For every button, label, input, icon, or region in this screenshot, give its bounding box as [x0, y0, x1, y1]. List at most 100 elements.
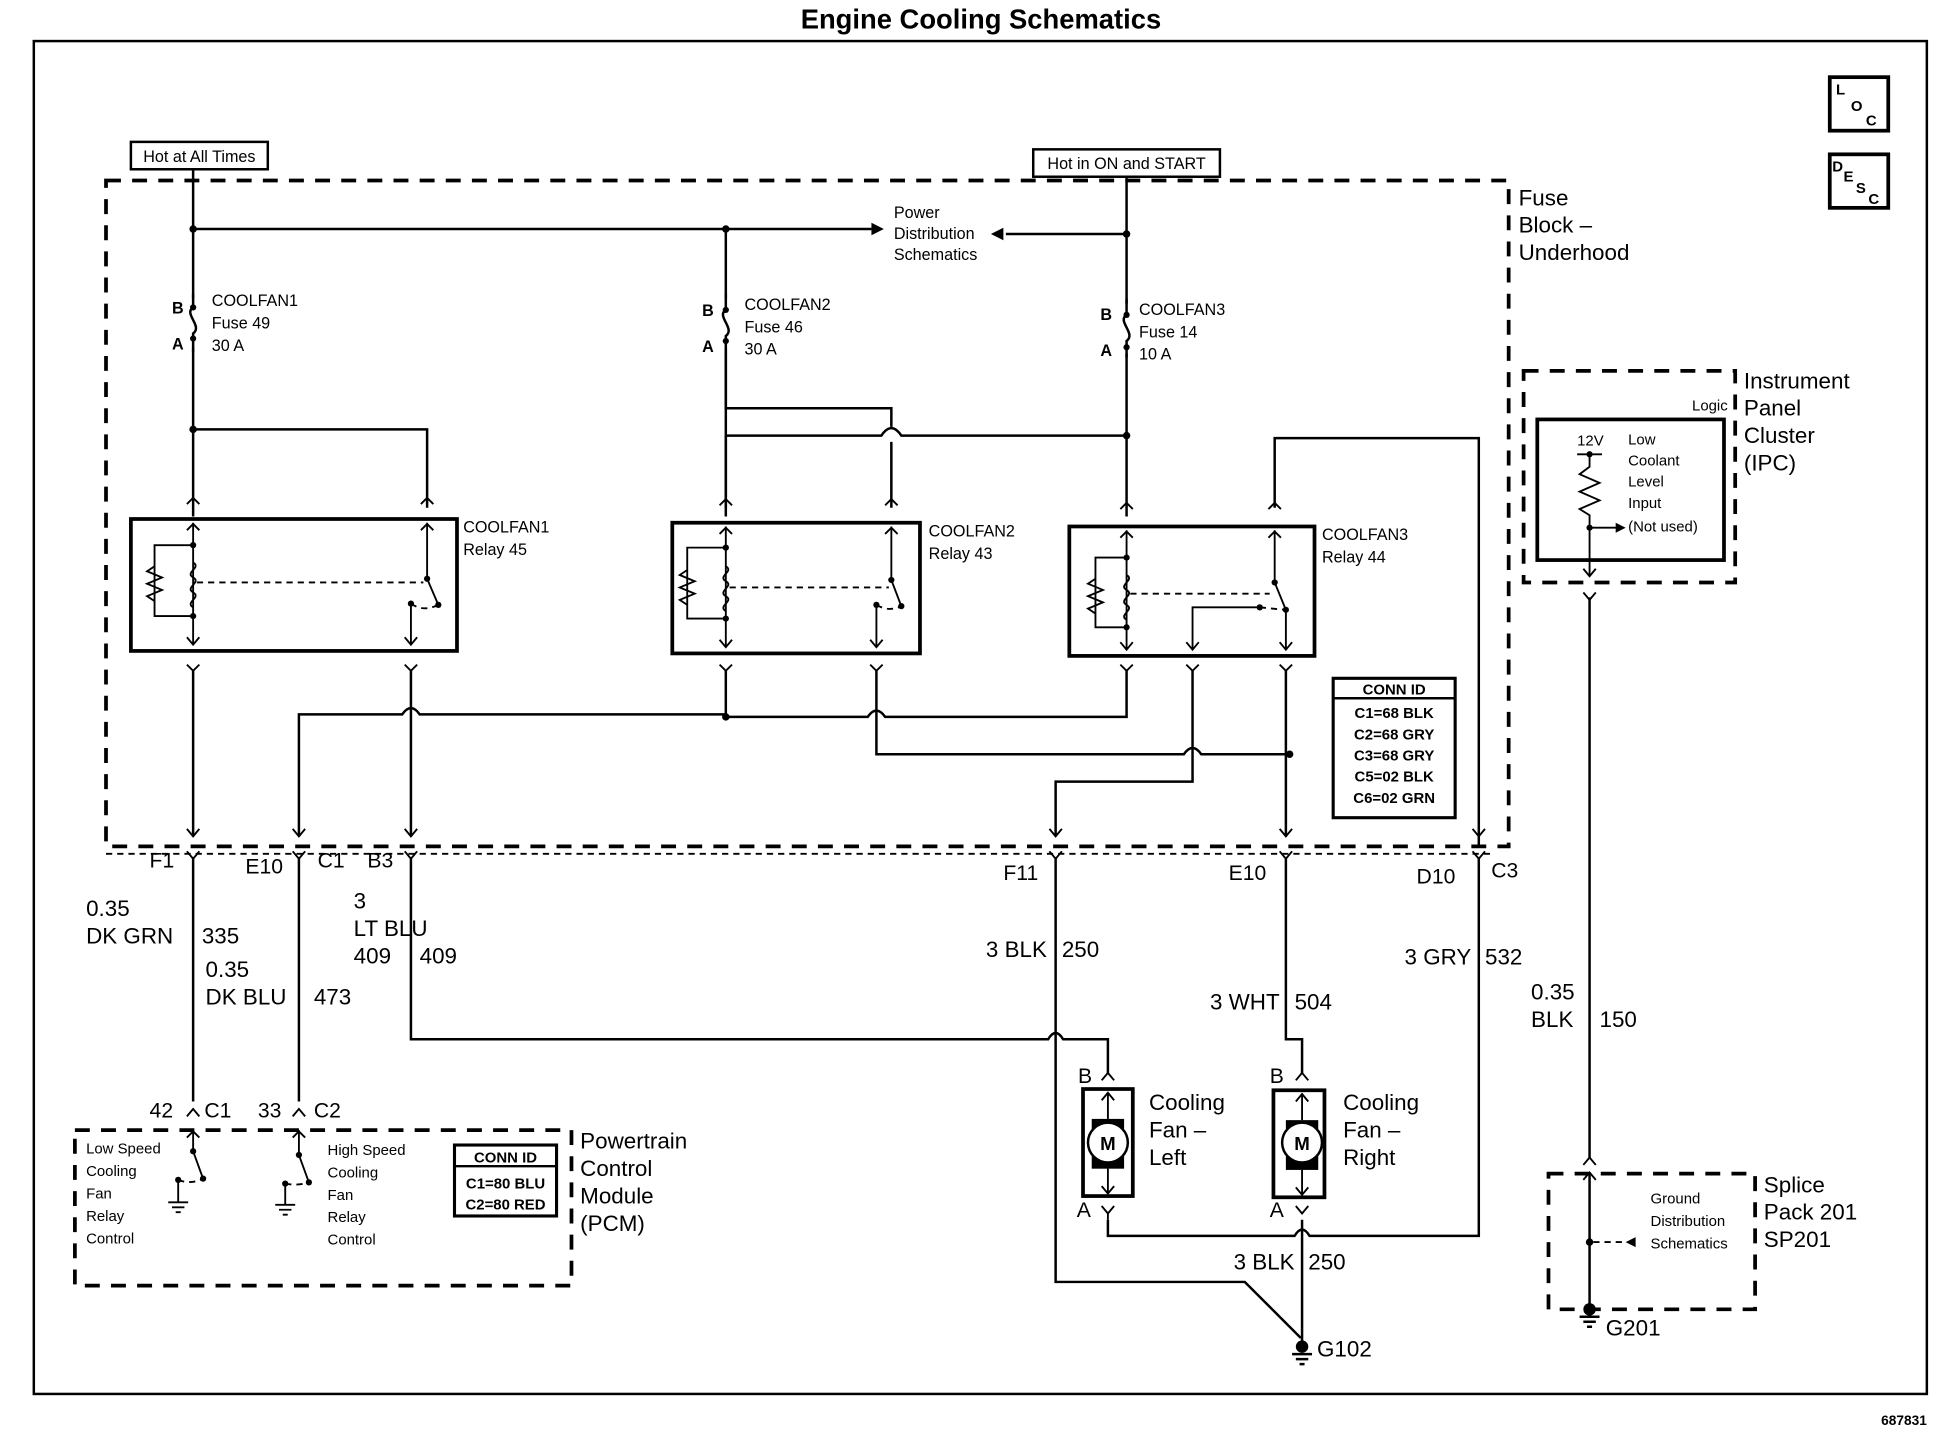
ground-g201: G201 [1579, 1303, 1661, 1340]
svg-text:Logic: Logic [1692, 398, 1728, 415]
svg-text:Control: Control [328, 1232, 376, 1249]
svg-text:409: 409 [420, 943, 457, 968]
cooling-fan-right: B M A Cooling Fan – Right [1270, 1065, 1419, 1222]
pcm-low-speed-driver: Low Speed Cooling Fan Relay Control [86, 1130, 207, 1247]
svg-text:COOLFAN3: COOLFAN3 [1322, 526, 1408, 544]
svg-text:Powertrain: Powertrain [580, 1129, 687, 1154]
svg-text:Control: Control [86, 1230, 134, 1247]
svg-text:B: B [1270, 1065, 1284, 1088]
svg-text:CONN ID: CONN ID [474, 1149, 537, 1166]
svg-text:G201: G201 [1606, 1315, 1661, 1340]
pcm-label: Powertrain Control Module (PCM) [580, 1129, 687, 1236]
svg-text:C: C [1866, 113, 1877, 130]
power-distribution-ref[interactable]: Power Distribution Schematics [894, 204, 978, 264]
svg-text:3 BLK: 3 BLK [986, 937, 1047, 962]
svg-text:42: 42 [150, 1100, 174, 1123]
svg-text:A: A [172, 336, 184, 354]
svg-text:Fuse 49: Fuse 49 [212, 315, 270, 333]
svg-text:M: M [1100, 1133, 1116, 1154]
svg-text:A: A [1077, 1199, 1092, 1222]
svg-text:C2=80 RED: C2=80 RED [465, 1197, 545, 1214]
svg-text:Relay 45: Relay 45 [463, 541, 527, 559]
svg-text:C2=68 GRY: C2=68 GRY [1354, 726, 1434, 743]
wire-label-409: 3 LT BLU 409 409 [354, 889, 457, 969]
svg-text:LT BLU: LT BLU [354, 916, 428, 941]
pcm-high-speed-driver: High Speed Cooling Fan Relay Control [275, 1130, 406, 1249]
svg-text:Right: Right [1343, 1145, 1396, 1170]
svg-text:(PCM): (PCM) [580, 1211, 645, 1236]
svg-text:COOLFAN1: COOLFAN1 [463, 519, 549, 537]
svg-text:3 WHT: 3 WHT [1210, 989, 1280, 1014]
svg-text:COOLFAN1: COOLFAN1 [212, 292, 298, 310]
svg-text:COOLFAN2: COOLFAN2 [744, 296, 830, 314]
svg-text:Hot at All Times: Hot at All Times [143, 148, 255, 166]
svg-text:33: 33 [258, 1100, 282, 1123]
svg-text:Distribution: Distribution [1651, 1213, 1726, 1230]
hot-in-on-and-start-label: Hot in ON and START [1031, 148, 1222, 178]
svg-text:Relay: Relay [328, 1209, 367, 1226]
svg-text:COOLFAN2: COOLFAN2 [929, 522, 1015, 540]
svg-text:High Speed: High Speed [328, 1142, 406, 1159]
svg-text:Left: Left [1149, 1145, 1187, 1170]
svg-text:A: A [1100, 342, 1112, 360]
relay-coolfan2: COOLFAN2 Relay 43 [670, 497, 1015, 656]
svg-text:COOLFAN3: COOLFAN3 [1139, 301, 1225, 319]
svg-text:S: S [1856, 180, 1866, 197]
cooling-fan-left: B M A Cooling Fan – Left [1077, 1065, 1225, 1222]
svg-text:Module: Module [580, 1184, 653, 1209]
wire-label-250-lower: 3 BLK 250 [1234, 1249, 1346, 1274]
svg-text:Coolant: Coolant [1628, 452, 1680, 469]
svg-text:409: 409 [354, 943, 391, 968]
svg-text:A: A [1270, 1199, 1285, 1222]
svg-text:M: M [1294, 1133, 1310, 1154]
relay-coolfan1: COOLFAN1 Relay 45 [129, 496, 549, 653]
svg-text:C6=02 GRN: C6=02 GRN [1353, 790, 1435, 807]
svg-text:Hot in ON and START: Hot in ON and START [1047, 155, 1205, 173]
svg-text:C2: C2 [314, 1100, 341, 1123]
svg-text:C1: C1 [204, 1100, 231, 1123]
svg-text:F1: F1 [150, 849, 175, 872]
fuse-coolfan2: B A COOLFAN2 Fuse 46 30 A [702, 293, 831, 359]
svg-text:3 BLK: 3 BLK [1234, 1249, 1295, 1274]
wire-label-504: 3 WHT 504 [1210, 989, 1332, 1014]
svg-text:3 GRY: 3 GRY [1405, 945, 1472, 970]
svg-text:504: 504 [1295, 989, 1332, 1014]
svg-text:Fan –: Fan – [1149, 1118, 1207, 1143]
svg-text:Underhood: Underhood [1519, 240, 1630, 265]
fuse-block-boundary [104, 178, 1511, 849]
pcm-pins: 42 C1 33 C2 [150, 1100, 341, 1123]
svg-text:E: E [1843, 169, 1853, 186]
pcm-conn-id-table: CONN ID C1=80 BLU C2=80 RED [452, 1143, 559, 1218]
svg-text:Level: Level [1628, 474, 1664, 491]
fuse-block-label: Fuse Block – Underhood [1519, 185, 1630, 265]
ground-g102: G102 [1292, 1337, 1372, 1366]
svg-text:Block –: Block – [1519, 213, 1593, 238]
svg-text:CONN ID: CONN ID [1363, 681, 1426, 698]
svg-text:E10: E10 [245, 856, 283, 879]
svg-text:C1: C1 [318, 849, 345, 872]
svg-text:C1=80 BLU: C1=80 BLU [466, 1176, 545, 1193]
svg-text:Ground: Ground [1651, 1191, 1701, 1208]
svg-text:Splice: Splice [1764, 1172, 1825, 1197]
relay-coolfan3: COOLFAN3 Relay 44 [1067, 501, 1408, 658]
svg-text:Fan –: Fan – [1343, 1118, 1401, 1143]
svg-text:B3: B3 [367, 849, 393, 872]
loc-icon[interactable]: L O C [1827, 75, 1891, 133]
wire-label-532: 3 GRY 532 [1405, 945, 1523, 970]
wire-label-150: 0.35 BLK 150 [1531, 979, 1637, 1031]
svg-text:B: B [172, 300, 184, 318]
svg-text:Control: Control [580, 1156, 652, 1181]
svg-text:D: D [1832, 159, 1843, 176]
desc-icon[interactable]: D E S C [1827, 152, 1891, 210]
harness-wires [191, 597, 1591, 1342]
svg-text:F11: F11 [1003, 862, 1038, 885]
svg-text:Distribution: Distribution [894, 225, 975, 243]
svg-text:Cluster: Cluster [1744, 423, 1815, 448]
svg-text:Fan: Fan [86, 1186, 112, 1203]
svg-text:B: B [1100, 306, 1112, 324]
svg-text:(Not used): (Not used) [1628, 518, 1698, 535]
svg-text:D10: D10 [1417, 866, 1456, 889]
svg-text:BLK: BLK [1531, 1007, 1573, 1032]
svg-text:Schematics: Schematics [894, 246, 978, 264]
fuse-block-conn-id-table: CONN ID C1=68 BLK C2=68 GRY C3=68 GRY C5… [1331, 676, 1457, 820]
